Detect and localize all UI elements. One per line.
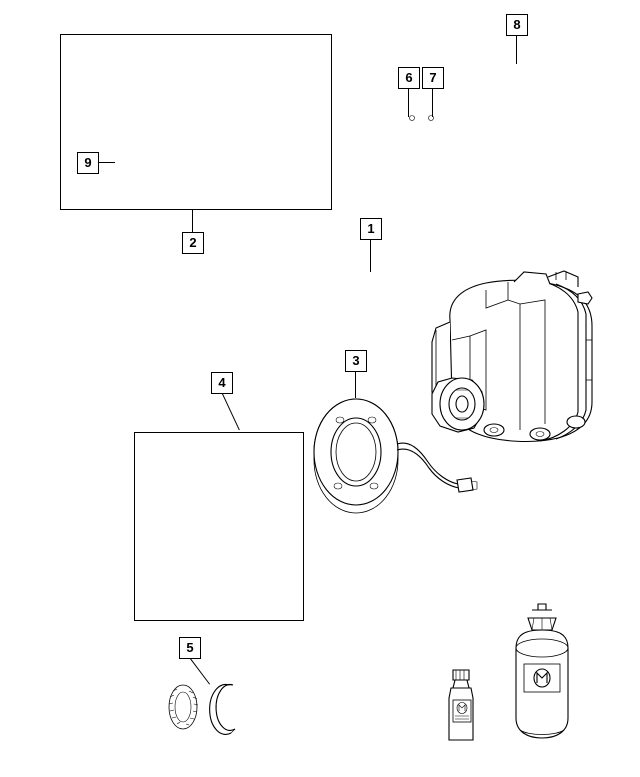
compressor-assembly xyxy=(431,270,593,443)
leader-3 xyxy=(355,372,357,398)
pag-oil-bottle xyxy=(448,669,474,741)
seal-and-hardware-kit-panel xyxy=(60,34,332,210)
callout-6[interactable]: 6 xyxy=(398,67,420,89)
leader-9 xyxy=(99,162,115,164)
callout-8[interactable]: 8 xyxy=(506,14,528,36)
callout-9[interactable]: 9 xyxy=(77,152,99,174)
leader-6 xyxy=(408,89,410,117)
compressor-clutch-coil xyxy=(313,398,478,514)
leader-8 xyxy=(516,36,518,64)
leader-5 xyxy=(190,658,211,685)
callout-4[interactable]: 4 xyxy=(211,372,233,394)
callout-5[interactable]: 5 xyxy=(179,637,201,659)
callout-2[interactable]: 2 xyxy=(182,232,204,254)
part-6 xyxy=(409,115,415,121)
leader-1 xyxy=(370,240,372,272)
callout-1[interactable]: 1 xyxy=(360,218,382,240)
refrigerant-can xyxy=(515,603,569,739)
callout-7[interactable]: 7 xyxy=(422,67,444,89)
leader-4 xyxy=(222,393,241,431)
snap-ring-and-shim-kit xyxy=(168,683,236,735)
leader-7 xyxy=(432,89,434,117)
callout-3[interactable]: 3 xyxy=(345,350,367,372)
clutch-pulley-panel xyxy=(134,432,304,621)
